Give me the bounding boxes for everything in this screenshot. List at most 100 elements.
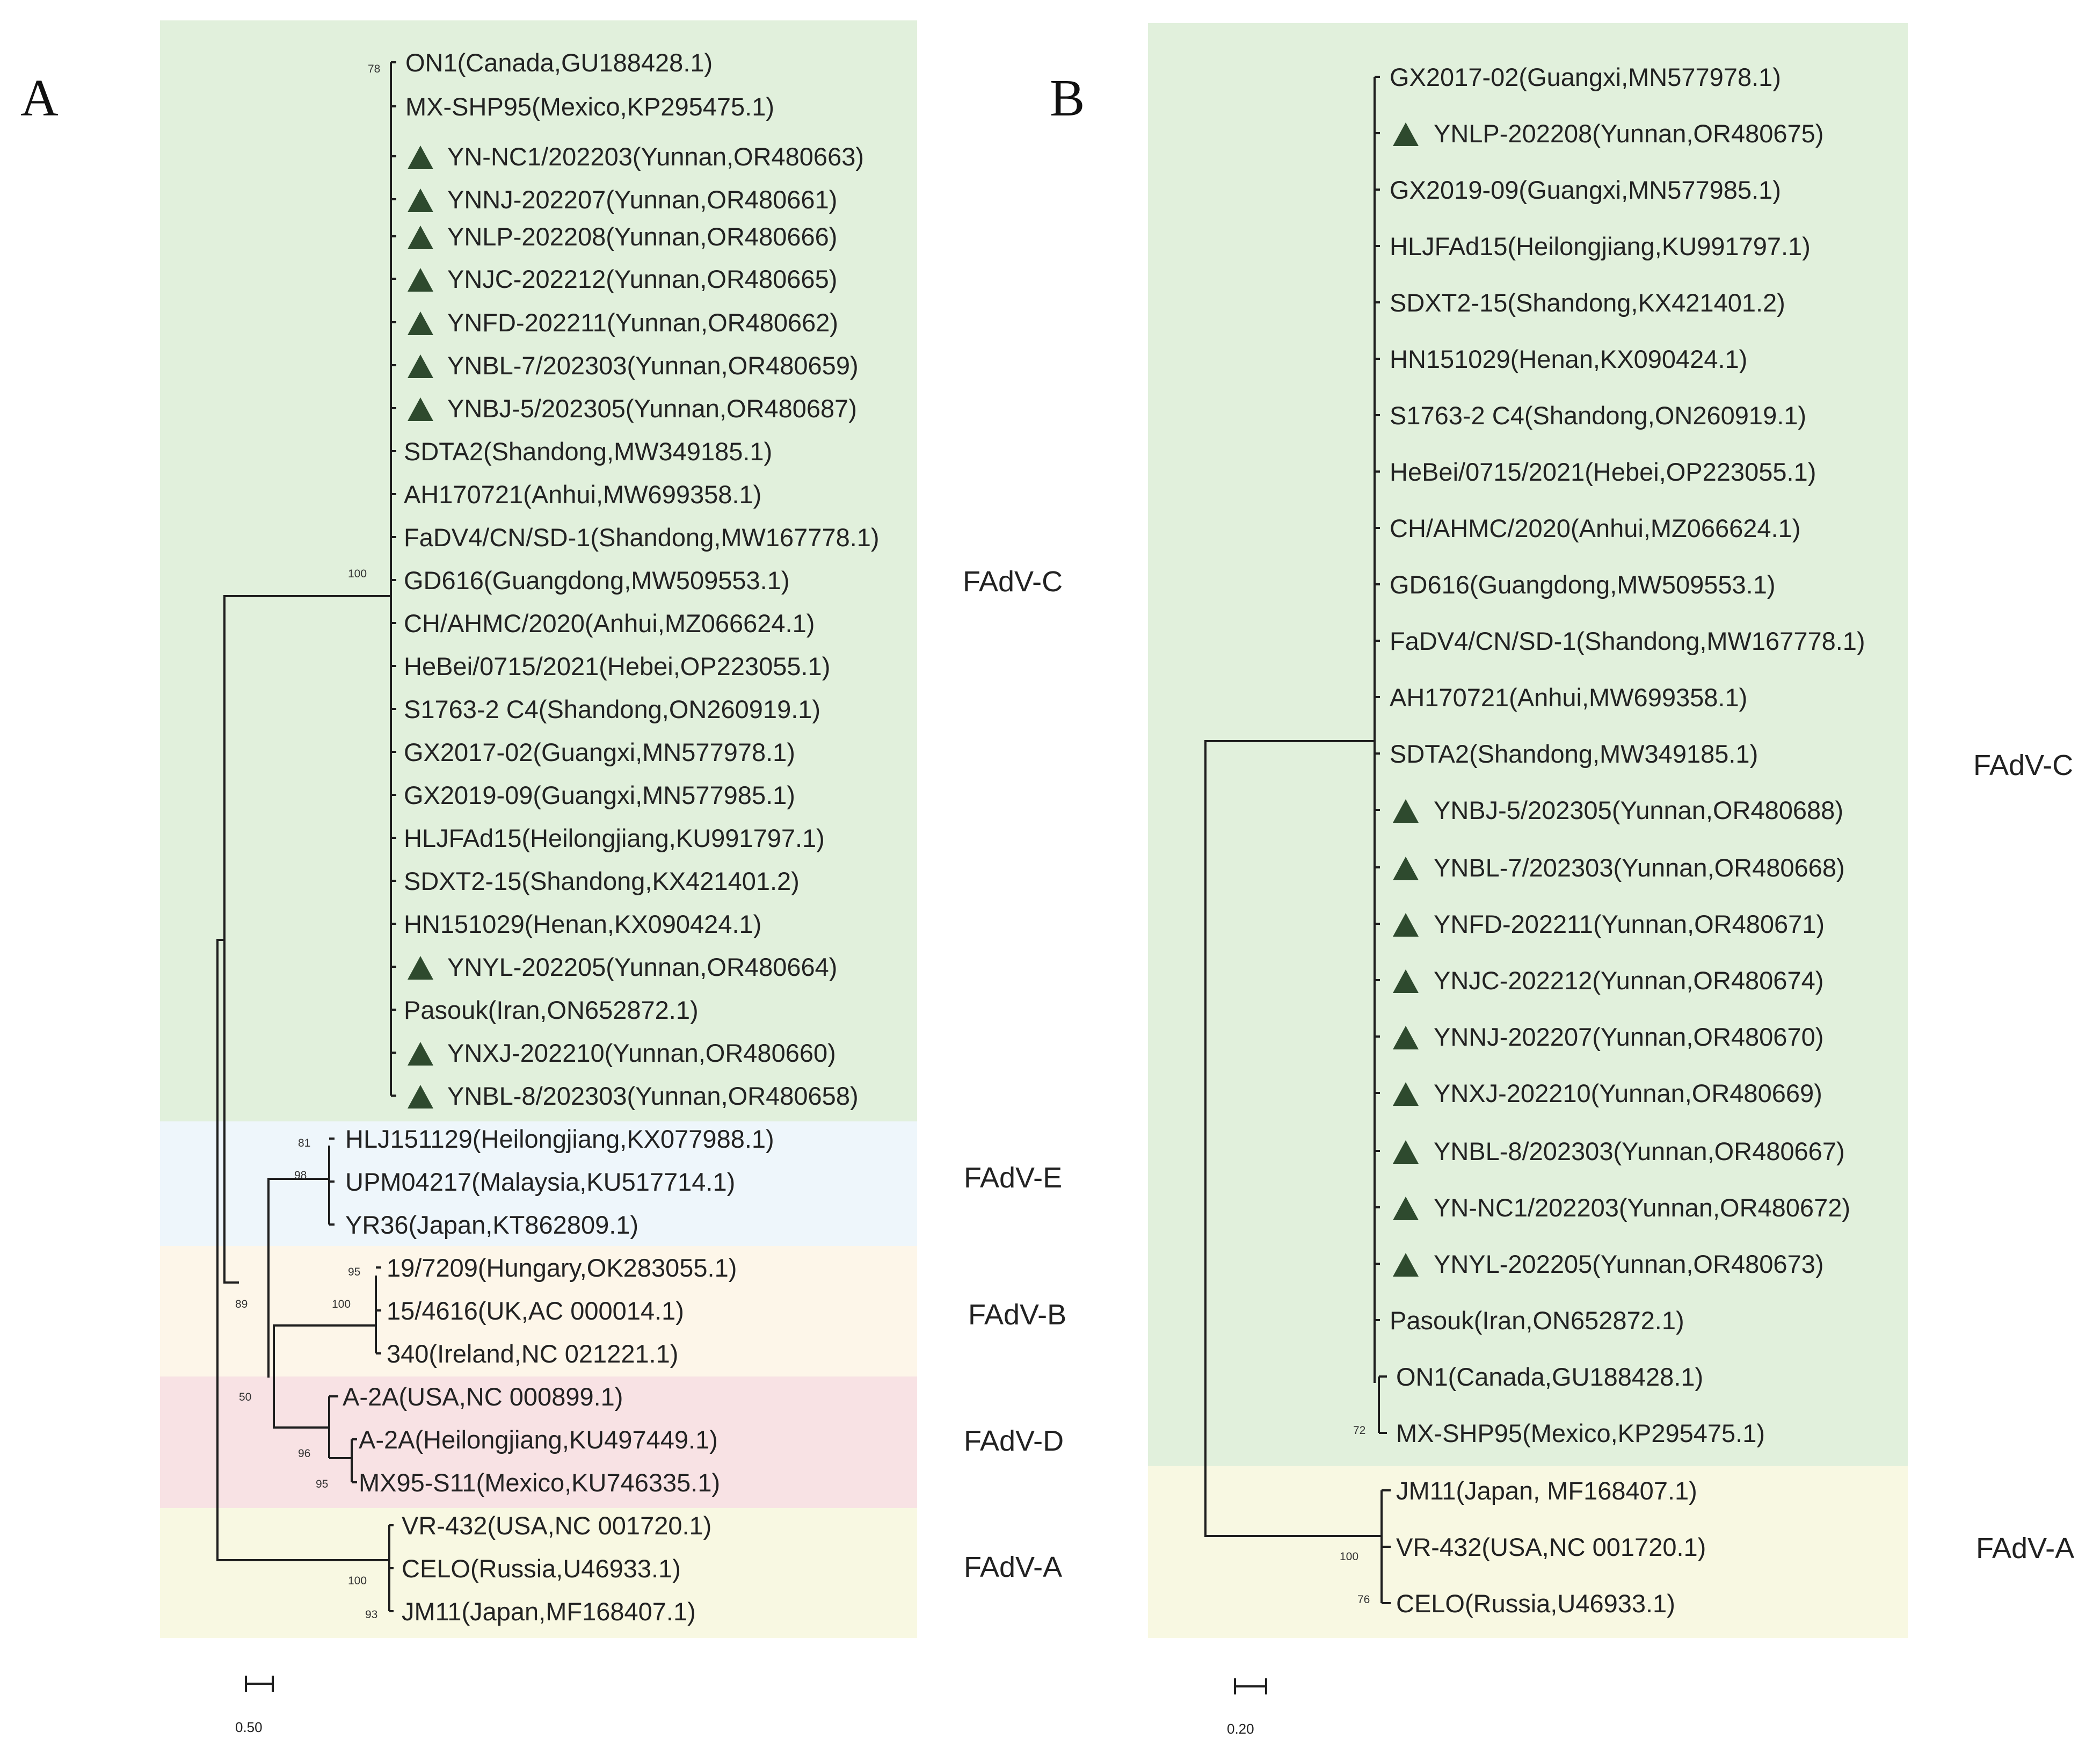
bootstrap-value: 72 bbox=[1353, 1424, 1365, 1437]
bootstrap-value: 93 bbox=[365, 1609, 377, 1621]
leaf-label: JM11(Japan,MF168407.1) bbox=[402, 1597, 696, 1626]
leaf-label: HLJFAd15(Heilongjiang,KU991797.1) bbox=[404, 824, 825, 852]
leaf-label: YNBJ-5/202305(Yunnan,OR480687) bbox=[447, 394, 857, 423]
bootstrap-value: 76 bbox=[1357, 1593, 1370, 1606]
leaf-label: HN151029(Henan,KX090424.1) bbox=[1390, 345, 1747, 373]
leaf-label: YNBJ-5/202305(Yunnan,OR480688) bbox=[1434, 796, 1843, 824]
leaf-label: HLJFAd15(Heilongjiang,KU991797.1) bbox=[1390, 232, 1811, 260]
leaf-label: JM11(Japan, MF168407.1) bbox=[1396, 1476, 1697, 1505]
leaf-label: FaDV4/CN/SD-1(Shandong,MW167778.1) bbox=[1390, 627, 1865, 655]
leaf-label: SDTA2(Shandong,MW349185.1) bbox=[404, 437, 772, 466]
triangle-icon bbox=[408, 268, 433, 292]
leaf-label: ON1(Canada,GU188428.1) bbox=[405, 48, 713, 77]
leaf-label: AH170721(Anhui,MW699358.1) bbox=[1390, 683, 1747, 712]
leaf-label: HLJ151129(Heilongjiang,KX077988.1) bbox=[345, 1125, 774, 1153]
leaf-label: YNJC-202212(Yunnan,OR480674) bbox=[1434, 966, 1823, 995]
triangle-icon bbox=[408, 1085, 433, 1109]
leaf-label: A-2A(USA,NC 000899.1) bbox=[343, 1382, 623, 1411]
leaf-label: CELO(Russia,U46933.1) bbox=[1396, 1589, 1675, 1618]
triangle-icon bbox=[408, 189, 433, 212]
panel-letter-b: B bbox=[1050, 69, 1085, 127]
tree-branches bbox=[216, 61, 1391, 1694]
branch-root-b bbox=[1204, 740, 1382, 1537]
leaf-label: YNNJ-202207(Yunnan,OR480661) bbox=[447, 185, 837, 214]
leaf-label: HN151029(Henan,KX090424.1) bbox=[404, 910, 761, 938]
triangle-icon bbox=[408, 226, 433, 249]
leaf-label: VR-432(USA,NC 001720.1) bbox=[402, 1511, 711, 1540]
bootstrap-value: 95 bbox=[316, 1478, 328, 1490]
leaf-label: S1763-2 C4(Shandong,ON260919.1) bbox=[1390, 401, 1806, 430]
leaf-label: YNBL-8/202303(Yunnan,OR480658) bbox=[447, 1082, 859, 1110]
scale-label-a: 0.50 bbox=[235, 1719, 263, 1735]
tree-labels: AFAdV-CFAdV-EFAdV-BFAdV-DFAdV-AON1(Canad… bbox=[20, 48, 2074, 1737]
bootstrap-value: 89 bbox=[235, 1298, 248, 1310]
clade-label: FAdV-C bbox=[1973, 749, 2073, 781]
bootstrap-value: 96 bbox=[298, 1447, 310, 1460]
leaf-label: YNBL-7/202303(Yunnan,OR480668) bbox=[1434, 853, 1845, 882]
triangle-icon bbox=[1393, 799, 1419, 823]
bootstrap-value: 95 bbox=[348, 1266, 360, 1278]
leaf-label: YNYL-202205(Yunnan,OR480664) bbox=[447, 953, 837, 981]
triangle-icon bbox=[1393, 122, 1419, 146]
leaf-label: HeBei/0715/2021(Hebei,OP223055.1) bbox=[404, 652, 830, 680]
leaf-label: Pasouk(Iran,ON652872.1) bbox=[1390, 1306, 1684, 1335]
leaf-label: 15/4616(UK,AC 000014.1) bbox=[387, 1296, 684, 1325]
leaf-label: MX95-S11(Mexico,KU746335.1) bbox=[359, 1468, 720, 1497]
triangle-icon bbox=[1393, 913, 1419, 937]
leaf-label: AH170721(Anhui,MW699358.1) bbox=[404, 480, 761, 509]
clade-band-fadv-a bbox=[160, 1508, 917, 1638]
leaf-label: YR36(Japan,KT862809.1) bbox=[345, 1211, 638, 1239]
leaf-label: SDXT2-15(Shandong,KX421401.2) bbox=[404, 867, 800, 895]
leaf-label: VR-432(USA,NC 001720.1) bbox=[1396, 1533, 1706, 1561]
leaf-label: FaDV4/CN/SD-1(Shandong,MW167778.1) bbox=[404, 523, 880, 552]
triangle-icon bbox=[1393, 969, 1419, 993]
leaf-label: CELO(Russia,U46933.1) bbox=[402, 1554, 681, 1583]
triangle-icon bbox=[1393, 1253, 1419, 1277]
leaf-label: GX2017-02(Guangxi,MN577978.1) bbox=[404, 738, 795, 766]
triangle-icon bbox=[408, 956, 433, 980]
branch-to-b-d bbox=[273, 1324, 376, 1429]
leaf-label: SDTA2(Shandong,MW349185.1) bbox=[1390, 740, 1758, 768]
bootstrap-value: 100 bbox=[348, 1575, 367, 1587]
branch-to-e bbox=[267, 1178, 329, 1378]
bootstrap-value: 100 bbox=[348, 568, 367, 580]
clade-label: FAdV-B bbox=[968, 1299, 1066, 1331]
clade-label: FAdV-A bbox=[964, 1551, 1062, 1583]
leaf-label: YN-NC1/202203(Yunnan,OR480663) bbox=[447, 142, 864, 171]
leaf-label: YNXJ-202210(Yunnan,OR480660) bbox=[447, 1039, 836, 1067]
bootstrap-value: 100 bbox=[332, 1298, 351, 1310]
bootstrap-value: 50 bbox=[239, 1391, 251, 1403]
clade-band-fadv-d bbox=[160, 1376, 917, 1508]
leaf-label: YNLP-202208(Yunnan,OR480675) bbox=[1434, 119, 1823, 148]
leaf-label: GD616(Guangdong,MW509553.1) bbox=[1390, 570, 1776, 599]
clade-band-fadv-a bbox=[1148, 1466, 1908, 1638]
bootstrap-value: 78 bbox=[368, 63, 380, 75]
leaf-label: ON1(Canada,GU188428.1) bbox=[1396, 1363, 1703, 1391]
leaf-label: YNNJ-202207(Yunnan,OR480670) bbox=[1434, 1023, 1823, 1051]
clade-label: FAdV-E bbox=[964, 1162, 1062, 1194]
clade-backgrounds bbox=[160, 20, 1908, 1638]
branch-to-a bbox=[216, 939, 389, 1561]
leaf-label: SDXT2-15(Shandong,KX421401.2) bbox=[1390, 288, 1785, 317]
leaf-label: YNYL-202205(Yunnan,OR480673) bbox=[1434, 1250, 1823, 1278]
leaf-label: YNBL-7/202303(Yunnan,OR480659) bbox=[447, 351, 859, 380]
leaf-label: YNBL-8/202303(Yunnan,OR480667) bbox=[1434, 1137, 1845, 1165]
leaf-label: CH/AHMC/2020(Anhui,MZ066624.1) bbox=[1390, 514, 1800, 542]
leaf-label: YNFD-202211(Yunnan,OR480662) bbox=[447, 308, 838, 337]
leaf-label: MX-SHP95(Mexico,KP295475.1) bbox=[405, 92, 774, 121]
leaf-label: YNFD-202211(Yunnan,OR480671) bbox=[1434, 910, 1825, 938]
leaf-label: YNLP-202208(Yunnan,OR480666) bbox=[447, 222, 837, 251]
leaf-label: GX2017-02(Guangxi,MN577978.1) bbox=[1390, 63, 1781, 91]
clade-label: FAdV-D bbox=[964, 1425, 1064, 1457]
leaf-label: 340(Ireland,NC 021221.1) bbox=[387, 1339, 678, 1368]
leaf-label: S1763-2 C4(Shandong,ON260919.1) bbox=[404, 695, 820, 723]
leaf-label: HeBei/0715/2021(Hebei,OP223055.1) bbox=[1390, 458, 1816, 486]
clade-label: FAdV-A bbox=[1976, 1532, 2074, 1564]
bootstrap-value: 98 bbox=[294, 1169, 307, 1182]
triangle-icon bbox=[1393, 1026, 1419, 1049]
triangle-icon bbox=[408, 1042, 433, 1066]
leaf-label: UPM04217(Malaysia,KU517714.1) bbox=[345, 1168, 735, 1196]
triangle-icon bbox=[408, 146, 433, 169]
triangle-icon bbox=[408, 397, 433, 421]
